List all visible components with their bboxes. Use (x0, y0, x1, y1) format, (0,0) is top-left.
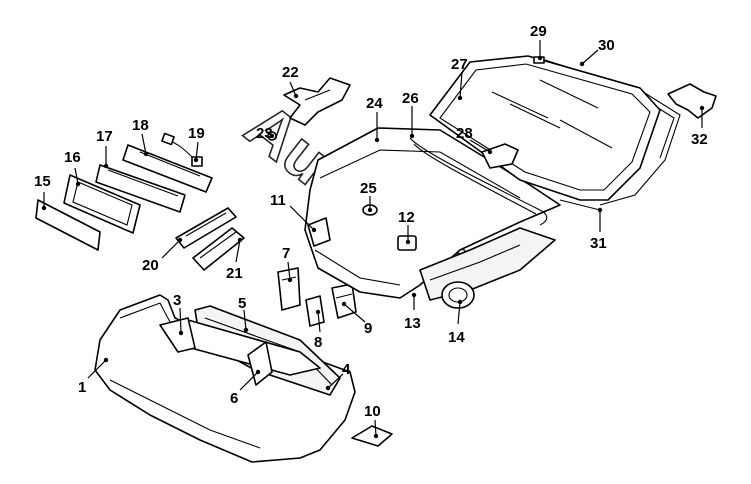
callout-27: 27 (451, 56, 468, 73)
callout-11: 11 (270, 192, 286, 209)
callout-5: 5 (238, 295, 246, 312)
part-27-rear-glass[interactable] (429, 55, 661, 201)
callout-6: 6 (230, 390, 238, 407)
callout-labels: 1 22 3 4 5 6 7 8 9 10 11 12 13 14 15 16 … (34, 23, 708, 420)
callout-24: 24 (366, 95, 383, 112)
callout-26: 26 (402, 90, 419, 107)
part-15-plate[interactable] (35, 199, 101, 251)
callout-10: 10 (364, 403, 381, 420)
part-18-lamp-strip[interactable] (122, 144, 213, 193)
callout-17: 17 (96, 128, 113, 145)
callout-1: 1 (78, 379, 86, 396)
callout-12: 12 (398, 209, 415, 226)
part-26-seal-strip[interactable] (409, 137, 548, 226)
callout-18: 18 (132, 117, 149, 134)
callout-23: 23 (256, 125, 273, 142)
callout-32: 32 (691, 131, 708, 148)
part-17-lamp-strip[interactable] (95, 164, 186, 213)
callout-16: 16 (64, 149, 81, 166)
part-20-bracket[interactable] (175, 207, 237, 249)
part-10-reflector[interactable] (351, 425, 393, 447)
callout-30: 30 (598, 37, 615, 54)
leader-lines (41, 40, 705, 439)
part-14-speaker-cover[interactable] (441, 281, 475, 309)
callout-21: 21 (226, 265, 243, 282)
part-11-lock[interactable] (307, 217, 331, 247)
part-21-bracket[interactable] (192, 227, 245, 271)
callout-28: 28 (456, 125, 473, 142)
callout-4: 4 (342, 361, 351, 378)
callout-31: 31 (590, 235, 607, 252)
callout-7: 7 (282, 245, 290, 262)
callout-22: 22 (282, 64, 299, 81)
part-6-support[interactable] (247, 341, 273, 386)
part-28-brake-light[interactable] (481, 143, 519, 169)
part-32-hinge[interactable] (667, 83, 717, 119)
part-1-rear-bumper[interactable] (94, 294, 356, 463)
callout-19: 19 (188, 125, 205, 142)
part-16-license-bracket[interactable] (63, 174, 141, 234)
part-31-seal-end[interactable] (559, 199, 601, 211)
callout-13: 13 (404, 315, 421, 332)
callout-3: 3 (173, 292, 181, 309)
callout-25: 25 (360, 180, 377, 197)
callout-9: 9 (364, 320, 372, 337)
part-8-bracket[interactable] (305, 295, 325, 327)
callout-15: 15 (34, 173, 51, 190)
callout-29: 29 (530, 23, 547, 40)
part-22-hinge[interactable] (283, 77, 351, 126)
callout-14: 14 (448, 329, 465, 346)
callout-8: 8 (314, 334, 322, 351)
part-3-bracket[interactable] (159, 317, 196, 353)
callout-20: 20 (142, 257, 159, 274)
part-9-bracket[interactable] (331, 283, 357, 319)
